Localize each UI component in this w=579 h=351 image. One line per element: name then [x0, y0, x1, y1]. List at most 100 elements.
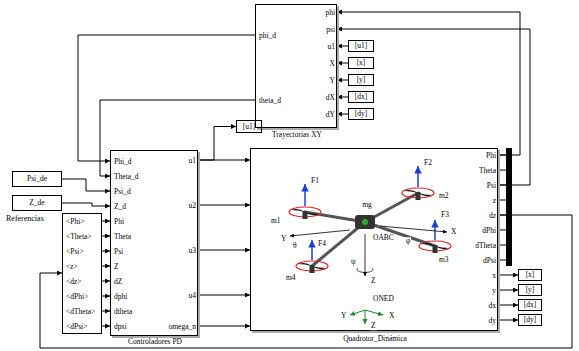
figure-label: ψ — [350, 258, 357, 266]
port-label: <dz> — [66, 278, 82, 286]
port-label: <Theta> — [66, 233, 92, 241]
port-label: Z_d — [114, 203, 126, 211]
signal-line — [102, 311, 110, 312]
port-label: dPsi — [483, 257, 496, 265]
port-label: Z — [114, 263, 119, 271]
port-label: <z> — [66, 263, 78, 271]
figure-label: X — [450, 228, 457, 236]
port-label: u4 — [189, 292, 197, 300]
tag-text: [y] — [357, 76, 366, 84]
signal-line — [40, 215, 572, 348]
subsystem-block: Trayectorias XYphi_dtheta_dphipsiu1XYdXd… — [255, 4, 337, 128]
signal-line — [62, 203, 110, 206]
signal-line — [198, 295, 250, 296]
port-label: dPhi — [482, 227, 496, 235]
tag-text: [y] — [526, 286, 535, 294]
figure-label: F4 — [317, 240, 327, 248]
group-label: Referencias — [5, 215, 45, 223]
port-label: <dTheta> — [66, 308, 95, 316]
bus-selector: <Phi><Theta><Psi><z><dz><dPhi><dTheta><d… — [62, 213, 102, 334]
port-label: <Phi> — [66, 218, 84, 226]
tag-text: [x] — [526, 271, 535, 279]
signal-line — [337, 29, 530, 185]
signal-line — [102, 296, 110, 297]
signal-line — [102, 236, 110, 237]
signal-line — [337, 80, 348, 81]
port-label: u1 — [189, 157, 197, 165]
figure-label: OABC — [372, 234, 395, 242]
figure-label: F2 — [423, 159, 433, 167]
tag-text: [x] — [357, 59, 366, 67]
tag-text: [u1] — [243, 123, 256, 131]
port-label: Theta — [479, 167, 496, 175]
from-tag: [dy] — [348, 108, 374, 120]
quadrotor-drawing — [289, 166, 451, 324]
signal-line — [498, 290, 518, 291]
tag-text: [dx] — [524, 301, 537, 309]
port-label: theta_d — [259, 97, 281, 105]
port-label: Theta_d — [114, 173, 139, 181]
port-label: Theta — [114, 233, 131, 241]
figure-label: Z — [370, 277, 377, 285]
signal-line — [498, 320, 518, 321]
port-label: phi — [325, 9, 335, 17]
signal-line — [100, 100, 255, 176]
signal-line — [102, 266, 110, 267]
signal-line — [198, 326, 250, 327]
block-name: Controladores PD — [126, 338, 184, 346]
tag-text: [dx] — [355, 93, 368, 101]
from-tag: [x] — [348, 57, 374, 69]
tag-text: Z_de — [29, 199, 44, 207]
port-label: dphi — [114, 293, 127, 301]
bus-bar — [498, 148, 512, 266]
figure-label: m1 — [270, 217, 282, 225]
from-tag: [u1] — [348, 40, 374, 52]
port-label: Phi — [114, 218, 124, 226]
goto-tag: [x] — [518, 269, 542, 281]
port-label: y — [492, 287, 496, 295]
signal-line — [102, 326, 110, 327]
goto-tag: [y] — [518, 284, 542, 296]
goto-tag: [dx] — [518, 299, 542, 311]
port-label: dX — [326, 94, 335, 102]
from-tag: [y] — [348, 74, 374, 86]
figure-label: F3 — [440, 211, 450, 219]
figure-label: θ — [292, 242, 298, 250]
signal-line — [78, 35, 255, 161]
constant-block: Psi_de — [12, 171, 62, 187]
signal-line — [102, 221, 110, 222]
port-label: <dPhi> — [66, 293, 88, 301]
tag-text: [u1] — [355, 42, 368, 50]
figure-label: m2 — [438, 192, 450, 200]
figure-label: mg — [361, 201, 373, 209]
figure-label: ONED — [372, 295, 395, 303]
figure-label: X — [388, 312, 395, 320]
block-name: Trayectorias XY — [270, 131, 324, 139]
figure-label: Z — [370, 322, 377, 330]
constant-block: Z_de — [12, 195, 62, 211]
port-label: phi_d — [259, 32, 276, 40]
tag-text: Psi_de — [27, 175, 47, 183]
signal-line — [198, 250, 250, 251]
port-label: z — [493, 197, 496, 205]
port-label: Phi_d — [114, 158, 132, 166]
port-label: u2 — [189, 202, 197, 210]
port-label: Psi — [114, 248, 123, 256]
port-label: dy — [489, 317, 497, 325]
port-label: u3 — [189, 247, 197, 255]
signal-line — [102, 281, 110, 282]
port-label: dx — [489, 302, 497, 310]
figure-label: φ — [405, 237, 411, 245]
port-label: Phi — [486, 152, 496, 160]
goto-tag: [dy] — [518, 314, 542, 326]
port-label: dtheta — [114, 308, 132, 316]
figure-label: m4 — [285, 274, 297, 282]
port-label: dpsi — [114, 323, 127, 331]
signal-line — [337, 46, 348, 47]
signal-line — [198, 205, 250, 206]
figure-label: F1 — [310, 177, 320, 185]
port-label: Psi_d — [114, 188, 131, 196]
port-label: <Psi> — [66, 248, 84, 256]
port-label: dz — [489, 212, 496, 220]
goto-tag: [u1] — [236, 120, 262, 133]
